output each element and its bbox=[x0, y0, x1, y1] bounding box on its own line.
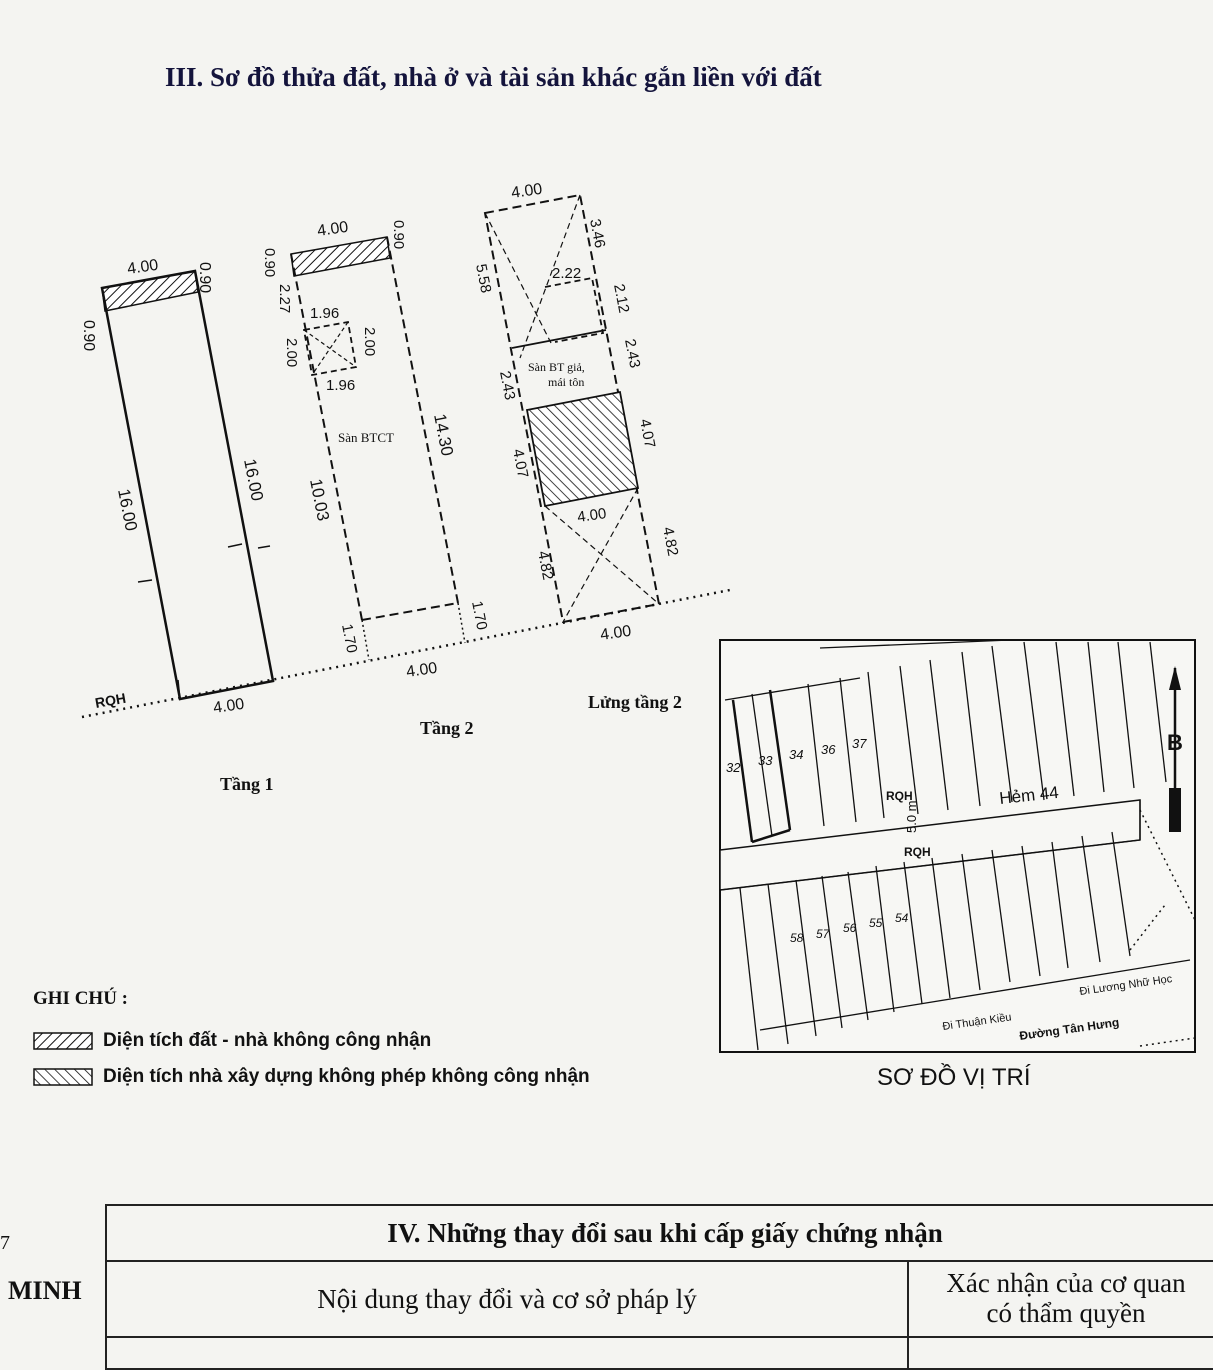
floor-2-hatched-area bbox=[290, 236, 391, 277]
f2-hatch-right-dim: 0.90 bbox=[390, 220, 407, 249]
lot-58: 58 bbox=[790, 931, 804, 945]
mz-bottom-dim: 4.00 bbox=[599, 623, 632, 644]
legend-title: GHI CHÚ : bbox=[33, 988, 128, 1009]
north-arrow-icon bbox=[1169, 666, 1181, 832]
floor-2-outline-bottom bbox=[361, 602, 459, 621]
f2-floor-label: Sàn BTCT bbox=[338, 430, 394, 445]
lot-36: 36 bbox=[821, 742, 836, 757]
legend-item-2-label: Diện tích nhà xây dựng không phép không … bbox=[103, 1066, 590, 1087]
lot-32: 32 bbox=[726, 760, 741, 775]
land-plot-diagram: 4.00 0.90 0.90 16.00 16.00 4.00 RQH Tầng… bbox=[80, 181, 1196, 1053]
mz-slab-label-2: mái tôn bbox=[548, 375, 584, 389]
f2-top-dim: 4.00 bbox=[316, 219, 349, 240]
map-rqh-bottom: RQH bbox=[904, 845, 931, 859]
f2-setback-right-dim: 1.70 bbox=[468, 600, 490, 632]
f1-left-dim: 16.00 bbox=[114, 487, 141, 532]
lot-57: 57 bbox=[816, 927, 831, 941]
f2-right-dim: 14.30 bbox=[430, 412, 457, 457]
floor-2-plan: 4.00 0.90 0.90 2.27 1.96 1.96 2.00 2.00 … bbox=[261, 219, 490, 681]
lot-37: 37 bbox=[852, 736, 867, 751]
f1-right-dim: 16.00 bbox=[240, 457, 267, 502]
changes-table: IV. Những thay đổi sau khi cấp giấy chứn… bbox=[105, 1204, 1213, 1370]
authority-confirmation-header: Xác nhận của cơ quan có thẩm quyền bbox=[907, 1260, 1213, 1338]
mz-left-mid-dim: 2.43 bbox=[496, 370, 518, 402]
margin-number: 7 bbox=[0, 1232, 10, 1254]
f2-void-left-dim: 2.00 bbox=[283, 338, 300, 367]
changes-content-header: Nội dung thay đổi và cơ sở pháp lý bbox=[105, 1260, 909, 1338]
f2-left-lower-dim: 10.03 bbox=[306, 477, 333, 522]
f1-corner-left-dim: 0.90 bbox=[80, 320, 97, 351]
mz-inner-right-dim: 2.12 bbox=[610, 283, 632, 315]
authority-confirmation-cell bbox=[907, 1336, 1213, 1370]
mz-right-hatch-dim: 4.07 bbox=[636, 418, 658, 450]
mz-outline bbox=[483, 193, 661, 624]
section-3-title: III. Sơ đồ thửa đất, nhà ở và tài sản kh… bbox=[165, 62, 822, 92]
rqh-boundary-line bbox=[81, 588, 731, 719]
mz-unpermitted-area bbox=[525, 390, 640, 508]
legend-item-unrecognized-land: Diện tích đất - nhà không công nhận bbox=[33, 1030, 431, 1052]
mz-right-top-dim: 3.46 bbox=[586, 218, 608, 250]
floor-1-plan: 4.00 0.90 0.90 16.00 16.00 4.00 RQH bbox=[80, 257, 275, 717]
f2-left-upper-dim: 2.27 bbox=[276, 284, 293, 313]
mz-left-hatch-dim: 4.07 bbox=[509, 448, 531, 480]
mezzanine-plan: 4.00 3.46 5.58 2.22 2.12 2.43 2.43 Sàn B… bbox=[472, 181, 681, 644]
lot-56: 56 bbox=[843, 921, 857, 935]
map-alley-width: 5.0 m bbox=[904, 800, 919, 833]
floor-1-outline bbox=[100, 269, 275, 701]
f1-top-dim: 4.00 bbox=[126, 257, 159, 278]
f2-void-right-dim: 2.00 bbox=[361, 327, 378, 356]
mz-left-low-dim: 4.82 bbox=[534, 550, 556, 582]
floor-1-caption: Tầng 1 bbox=[220, 774, 274, 794]
legend-item-unpermitted-building: Diện tích nhà xây dựng không phép không … bbox=[33, 1066, 590, 1088]
location-map: 32 33 34 36 37 58 57 56 55 54 RQH RQH 5.… bbox=[719, 639, 1196, 1053]
f2-bottom-dim: 4.00 bbox=[405, 660, 438, 681]
authority-header-line-1: Xác nhận của cơ quan bbox=[946, 1268, 1186, 1299]
location-map-caption: SƠ ĐỒ VỊ TRÍ bbox=[877, 1064, 1031, 1091]
floor-1-hatched-area bbox=[101, 270, 199, 312]
changes-content-cell bbox=[105, 1336, 909, 1370]
f1-bottom-dim: 4.00 bbox=[212, 696, 245, 717]
mezzanine-caption: Lửng tầng 2 bbox=[588, 692, 682, 712]
mz-inner-top-dim: 2.22 bbox=[552, 265, 581, 282]
lot-33: 33 bbox=[758, 753, 773, 768]
hatch-swatch-icon bbox=[33, 1032, 93, 1050]
f1-rqh-label: RQH bbox=[94, 690, 127, 711]
f2-void-bottom-dim: 1.96 bbox=[326, 377, 355, 394]
mz-slab-label-1: Sàn BT giả, bbox=[528, 360, 585, 374]
mz-mid-width-dim: 4.00 bbox=[576, 505, 607, 526]
reverse-hatch-swatch-icon bbox=[33, 1068, 93, 1086]
mz-left-top-dim: 5.58 bbox=[472, 263, 494, 295]
f2-hatch-left-dim: 0.90 bbox=[261, 248, 278, 277]
f2-void-top-dim: 1.96 bbox=[310, 305, 339, 322]
mz-right-low-dim: 4.82 bbox=[659, 526, 681, 558]
floor-2-outline-right bbox=[386, 236, 459, 604]
margin-word: MINH bbox=[8, 1276, 82, 1305]
mz-right-mid-dim: 2.43 bbox=[621, 338, 643, 370]
lot-55: 55 bbox=[869, 916, 883, 930]
f2-setback-left-dim: 1.70 bbox=[338, 623, 360, 655]
map-rqh-top: RQH bbox=[886, 789, 913, 803]
north-label: B bbox=[1167, 730, 1183, 755]
floor-2-outline-left bbox=[290, 253, 363, 621]
authority-header-line-2: có thẩm quyền bbox=[986, 1298, 1146, 1328]
section-4-title: IV. Những thay đổi sau khi cấp giấy chứn… bbox=[105, 1204, 1213, 1262]
lot-34: 34 bbox=[789, 747, 803, 762]
legend-item-1-label: Diện tích đất - nhà không công nhận bbox=[103, 1030, 432, 1051]
lot-54: 54 bbox=[895, 911, 909, 925]
mz-top-dim: 4.00 bbox=[510, 181, 543, 202]
floor-2-caption: Tầng 2 bbox=[420, 718, 474, 738]
f1-corner-right-dim: 0.90 bbox=[196, 262, 213, 293]
